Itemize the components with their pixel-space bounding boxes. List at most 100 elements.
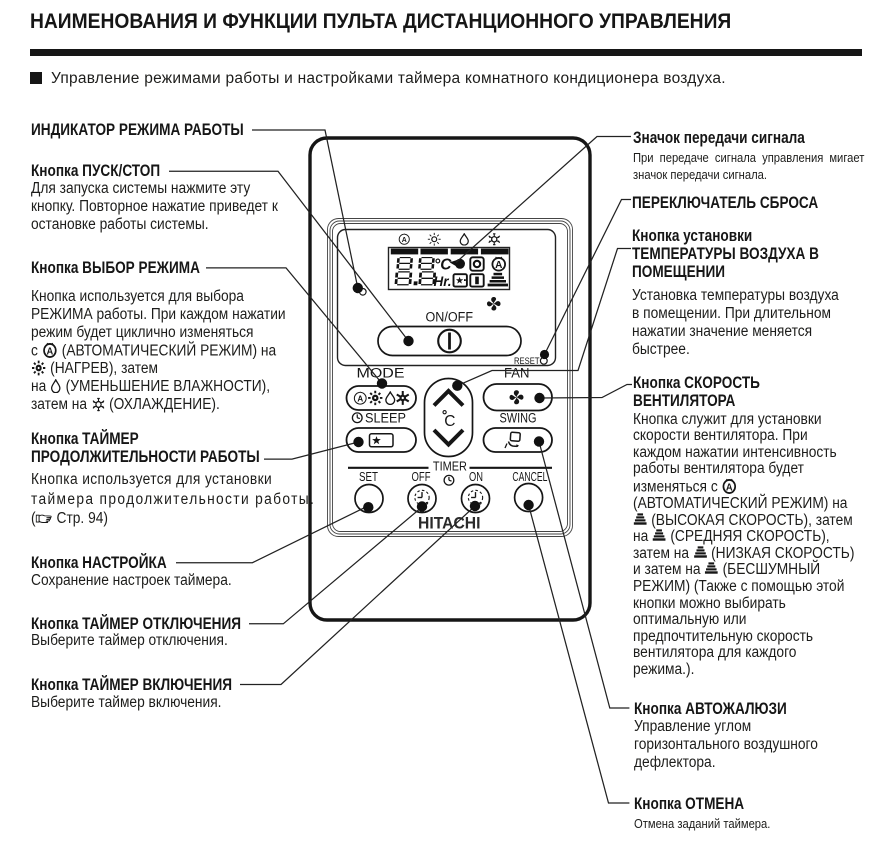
intro-line: Управление режимами работы и настройками… xyxy=(30,70,870,88)
text-line: режим будет циклично изменяться xyxy=(31,323,254,341)
fan-label: FAN xyxy=(504,366,530,381)
coolO-icon xyxy=(91,397,105,412)
swing-button xyxy=(482,427,553,453)
temp-down-chevron xyxy=(432,428,465,448)
dot-cancel xyxy=(523,499,534,511)
label-signal: Значок передачи сигнала При передаче сиг… xyxy=(633,127,891,184)
text-line: Кнопка СКОРОСТЬ xyxy=(633,372,760,392)
text-line: Кнопка ТАЙМЕР ОТКЛЮЧЕНИЯ xyxy=(31,613,242,633)
text-line: на (СРЕДНЯЯ СКОРОСТЬ), xyxy=(633,528,830,546)
onoff-button xyxy=(377,325,522,357)
text-line: вентилятора для каждого xyxy=(633,644,797,662)
callout-line-start-stop xyxy=(169,170,409,342)
text-line: РЕЖИМА работы. При каждом нажатии xyxy=(31,305,286,323)
label-heading: Кнопка ПУСК/СТОП xyxy=(31,162,250,180)
timer-section: TIMER xyxy=(348,458,552,486)
text-line: затем на (НИЗКАЯ СКОРОСТЬ) xyxy=(633,544,855,562)
intro-text: Управление режимами работы и настройками… xyxy=(51,70,726,87)
label-body: Сохранение настроек таймера. xyxy=(31,572,232,590)
drop-icon xyxy=(50,379,62,393)
label-heading: ПЕРЕКЛЮЧАТЕЛЬ СБРОСА xyxy=(632,194,818,212)
callout-line-off-timer xyxy=(249,506,423,625)
text-line: ПРОДОЛЖИТЕЛЬНОСТИ РАБОТЫ xyxy=(31,447,260,466)
label-body: Выберите таймер включения. xyxy=(31,694,257,712)
sleep-star-box xyxy=(368,433,394,448)
label-cancel: Кнопка ОТМЕНА Отмена заданий таймера. xyxy=(634,795,791,832)
text-line: Установка температуры воздуха xyxy=(632,287,840,304)
sleep-label-row: SLEEP xyxy=(351,411,406,426)
text-line: остановке работы системы. xyxy=(31,216,209,233)
on-timer-button xyxy=(460,483,491,514)
off-label: OFF xyxy=(412,470,431,484)
text-line: При передаче сигнала управления мигает xyxy=(633,150,865,165)
text-line: (ВЫСОКАЯ СКОРОСТЬ), затем xyxy=(633,512,854,530)
brand-logo: HITACHI xyxy=(418,514,481,533)
label-heading: Кнопка НАСТРОЙКА xyxy=(31,553,209,572)
callout-line-cancel xyxy=(527,504,630,804)
off-timer-button xyxy=(407,483,437,514)
fan-button xyxy=(482,383,553,412)
dot-sleep xyxy=(353,436,364,448)
label-heading: Кнопка ТАЙМЕР ОТКЛЮЧЕНИЯ xyxy=(31,613,242,633)
label-heading: Значок передачи сигнала xyxy=(633,127,846,147)
cancel-button xyxy=(513,482,544,513)
bullet-square-icon xyxy=(30,72,42,84)
dot-set xyxy=(363,502,374,513)
dot-temperature xyxy=(452,380,463,391)
text-line: изменяться с xyxy=(633,478,854,496)
text-line: режима.). xyxy=(633,660,695,678)
text-line: ИНДИКАТОР РЕЖИМА РАБОТЫ xyxy=(31,119,244,139)
callout-line-mode-indicator xyxy=(252,129,359,289)
label-heading: Кнопка ОТМЕНА xyxy=(634,795,759,813)
label-off-timer: Кнопка ТАЙМЕР ОТКЛЮЧЕНИЯ Выберите таймер… xyxy=(31,613,294,650)
text-line: в помещении. При длительном xyxy=(632,305,832,322)
text-line: ПЕРЕКЛЮЧАТЕЛЬ СБРОСА xyxy=(632,193,819,212)
temperature-button: C xyxy=(423,377,474,458)
fansp-icon xyxy=(652,529,666,542)
lcd-square-circle-icon xyxy=(469,256,485,272)
autoB-icon xyxy=(722,478,738,495)
page-title: НАИМЕНОВАНИЯ И ФУНКЦИИ ПУЛЬТА ДИСТАНЦИОН… xyxy=(30,9,732,33)
label-body: Отмена заданий таймера. xyxy=(634,815,770,832)
hand-icon xyxy=(36,512,53,525)
text-line: ПОМЕЩЕНИИ xyxy=(632,262,726,281)
text-line: с (АВТОМАТИЧЕСКИЙ РЕЖИМ) на xyxy=(31,342,277,359)
text-line: Значок передачи сигнала xyxy=(633,127,805,147)
dot-fan xyxy=(534,392,545,404)
text-line: быстрее. xyxy=(632,341,691,358)
lcd-temp-digits xyxy=(394,256,437,286)
text-line: каждом нажатии интенсивность xyxy=(633,443,837,461)
label-reset: ПЕРЕКЛЮЧАТЕЛЬ СБРОСА xyxy=(632,194,865,212)
text-line: Отмена заданий таймера. xyxy=(634,815,771,831)
set-label: SET xyxy=(359,470,378,484)
text-line: (НАГРЕВ), затем xyxy=(31,360,286,378)
dot-start-stop xyxy=(403,335,414,347)
text-line: Сохранение настроек таймера. xyxy=(31,571,232,589)
mode-button xyxy=(345,385,417,411)
autoB-icon xyxy=(42,342,58,359)
lcd-fan-speed-icon xyxy=(487,272,508,287)
set-button xyxy=(354,483,384,514)
text-line: горизонтального воздушного xyxy=(634,735,818,753)
lcd-square-star-icon xyxy=(452,273,468,288)
dot-on xyxy=(469,500,481,512)
text-line: Кнопка служит для установки xyxy=(633,410,822,428)
label-set: Кнопка НАСТРОЙКА Сохранение настроек тай… xyxy=(31,553,254,590)
text-line: Кнопка АВТОЖАЛЮЗИ xyxy=(634,698,787,718)
text-line: ВЕНТИЛЯТОРА xyxy=(633,390,736,410)
callout-line-sleep-timer xyxy=(264,441,359,460)
text-line: Управление углом xyxy=(634,717,752,735)
text-line: Кнопка используется для выбора xyxy=(31,287,244,305)
lcd-hours-unit: Hr. xyxy=(434,274,452,289)
